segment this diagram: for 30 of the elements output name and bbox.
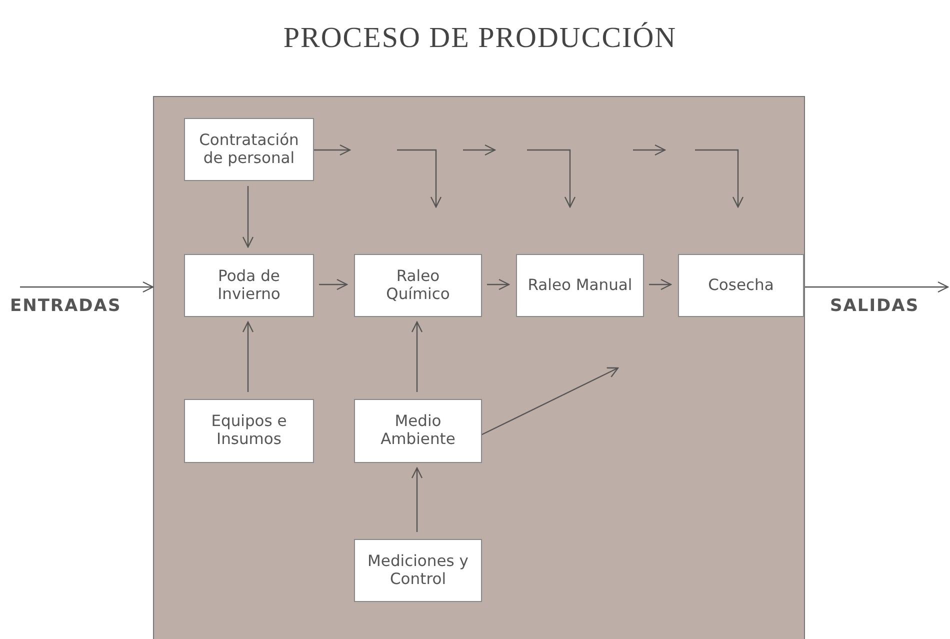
arrow bbox=[480, 367, 619, 436]
box-label: Equipos e Insumos bbox=[210, 413, 288, 449]
arrow bbox=[242, 321, 254, 392]
flow-label: SALIDAS bbox=[830, 296, 920, 316]
process-box bbox=[516, 254, 644, 317]
process-box bbox=[678, 254, 804, 317]
box-label: Contratación de personal bbox=[198, 132, 300, 168]
arrow bbox=[487, 278, 510, 290]
arrow bbox=[649, 278, 672, 290]
diagram-title: PROCESO DE PRODUCCIÓN bbox=[282, 22, 678, 55]
arrow bbox=[20, 281, 154, 293]
arrow bbox=[411, 467, 423, 532]
box-label: Mediciones y Control bbox=[366, 552, 470, 588]
box-label: Raleo Químico bbox=[385, 268, 451, 304]
box-label: Cosecha bbox=[707, 276, 775, 294]
flow-label: ENTRADAS bbox=[10, 296, 122, 316]
process-box bbox=[184, 118, 314, 181]
arrow bbox=[319, 278, 348, 290]
process-box bbox=[354, 254, 482, 317]
arrow bbox=[805, 281, 949, 293]
process-box bbox=[184, 399, 314, 463]
arrow bbox=[411, 321, 423, 392]
process-box bbox=[184, 254, 314, 317]
box-label: Medio Ambiente bbox=[380, 413, 456, 449]
arrow bbox=[242, 186, 254, 248]
box-label: Raleo Manual bbox=[526, 276, 634, 294]
process-box bbox=[354, 539, 482, 602]
box-label: Poda de Invierno bbox=[216, 268, 282, 304]
process-panel bbox=[153, 96, 805, 639]
process-box bbox=[354, 399, 482, 463]
